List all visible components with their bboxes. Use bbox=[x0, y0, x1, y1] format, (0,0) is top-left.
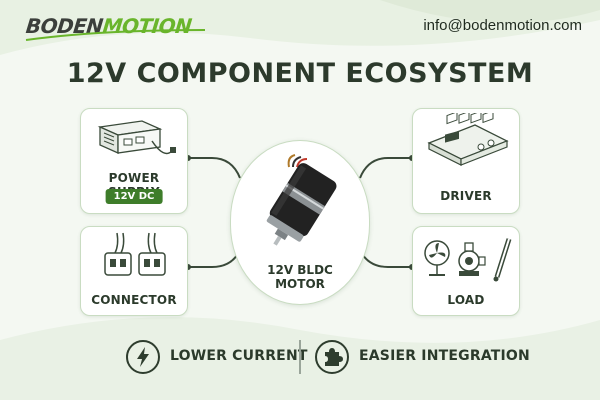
link-power-supply bbox=[188, 157, 241, 179]
driver-board-icon bbox=[427, 113, 509, 166]
connector-icon bbox=[104, 232, 166, 276]
bldc-motor-icon bbox=[266, 154, 337, 246]
benefits-row: LOWER CURRENT EASIER INTEGRATION bbox=[0, 332, 600, 380]
benefit-divider bbox=[299, 340, 301, 374]
contact-email[interactable]: info@bodenmotion.com bbox=[423, 17, 582, 34]
link-driver bbox=[359, 157, 412, 179]
component-card-connector[interactable]: CONNECTOR bbox=[80, 226, 188, 316]
component-card-load[interactable]: LOAD bbox=[412, 226, 520, 316]
center-motor-card[interactable]: 12V BLDC MOTOR bbox=[230, 140, 370, 305]
page-title: 12V COMPONENT ECOSYSTEM bbox=[66, 58, 534, 89]
component-label: LOAD bbox=[447, 293, 485, 307]
benefit-lower-current: LOWER CURRENT bbox=[170, 348, 308, 364]
center-motor-label-line1: 12V BLDC bbox=[267, 263, 333, 277]
benefit-easier-integration: EASIER INTEGRATION bbox=[359, 348, 530, 364]
component-label: DRIVER bbox=[440, 189, 492, 203]
voltage-badge: 12V DC bbox=[105, 189, 163, 204]
component-label: CONNECTOR bbox=[91, 293, 177, 307]
fan-pump-actuator-icon bbox=[424, 238, 512, 282]
logo-swoosh-icon bbox=[25, 29, 206, 41]
puzzle-icon bbox=[315, 340, 349, 374]
power-supply-icon bbox=[97, 120, 176, 155]
component-card-power-supply[interactable]: POWER SUPPLY 12V DC bbox=[80, 108, 188, 214]
component-card-driver[interactable]: DRIVER bbox=[412, 108, 520, 214]
lightning-icon bbox=[126, 340, 160, 374]
center-motor-label-line2: MOTOR bbox=[275, 277, 325, 291]
